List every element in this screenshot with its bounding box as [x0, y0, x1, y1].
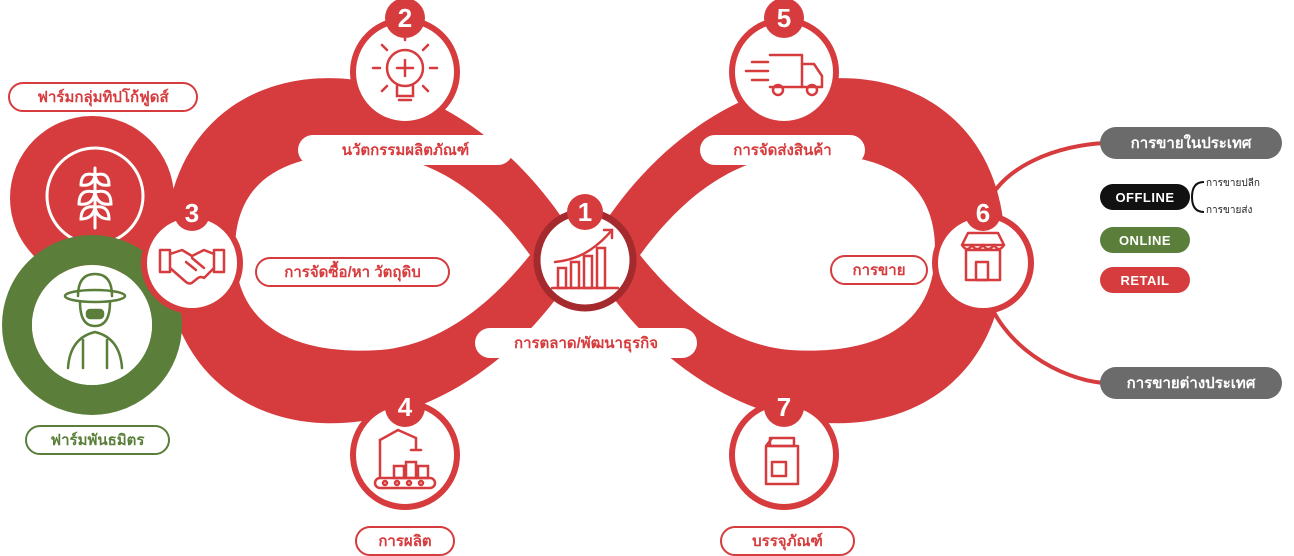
milk-carton-icon — [764, 436, 800, 486]
offline-bracket — [1190, 181, 1205, 213]
step-label-sales: การขาย — [830, 255, 928, 285]
channel-online: ONLINE — [1100, 227, 1190, 253]
step-circles — [141, 17, 1034, 510]
chart-growth-icon — [550, 228, 620, 290]
step-number-2: 2 — [397, 3, 413, 33]
step-number-4: 4 — [397, 392, 413, 422]
step-label-packaging: บรรจุภัณฑ์ — [720, 526, 855, 556]
partner-farm-circle — [2, 235, 182, 415]
wheat-icon — [45, 146, 145, 246]
domestic-sales-label: การขายในประเทศ — [1100, 127, 1282, 159]
step-label-production: การผลิต — [355, 526, 455, 556]
farm-group-label: ฟาร์มกลุ่มทิปโก้ฟูดส์ — [8, 82, 198, 112]
step-number-6: 6 — [975, 198, 991, 228]
international-sales-label: การขายต่างประเทศ — [1100, 367, 1282, 399]
step-number-3: 3 — [184, 198, 200, 228]
step-label-procurement: การจัดซื้อ/หา วัตถุดิบ — [255, 257, 450, 287]
number-tabs — [174, 0, 1001, 427]
offline-wholesale-text: การขายส่ง — [1206, 205, 1253, 216]
step-number-5: 5 — [776, 3, 792, 33]
step-number-1: 1 — [577, 197, 593, 227]
store-icon — [960, 231, 1006, 282]
channel-retail: RETAIL — [1100, 267, 1190, 293]
factory-robot-icon — [373, 428, 437, 490]
partner-farm-label: ฟาร์มพันธมิตร — [25, 425, 170, 455]
step-label-innovation: นวัตกรรมผลิตภัณฑ์ — [298, 135, 513, 165]
step-label-delivery: การจัดส่งสินค้า — [700, 135, 865, 165]
channel-offline: OFFLINE — [1100, 184, 1190, 210]
center-label-marketing: การตลาด/พัฒนาธุรกิจ — [475, 328, 697, 358]
delivery-truck-icon — [744, 53, 824, 97]
handshake-icon — [158, 248, 226, 285]
farm-group-circle — [10, 116, 174, 280]
lightbulb-icon — [371, 32, 439, 102]
offline-retail-text: การขายปลีก — [1206, 178, 1260, 189]
farmer-icon — [63, 272, 127, 370]
step-number-7: 7 — [776, 392, 792, 422]
